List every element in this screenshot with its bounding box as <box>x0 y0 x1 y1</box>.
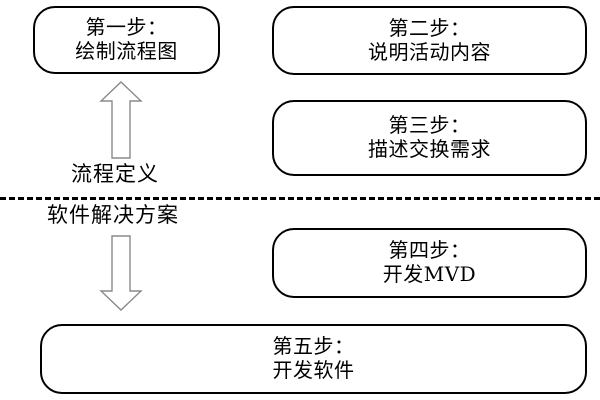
step-box-4-title: 第四步： <box>388 238 471 263</box>
label-software-solution: 软件解决方案 <box>47 203 179 227</box>
step-box-3-body: 描述交换需求 <box>368 137 491 161</box>
step-box-5-title: 第五步： <box>272 334 355 359</box>
step-box-4-body: 开发MVD <box>382 262 477 286</box>
label-process-definition: 流程定义 <box>71 162 159 186</box>
step-box-5-body: 开发软件 <box>272 358 355 382</box>
step-box-3[interactable]: 第三步： 描述交换需求 <box>272 100 587 176</box>
section-divider <box>0 197 600 200</box>
step-box-1[interactable]: 第一步： 绘制流程图 <box>33 6 220 74</box>
step-box-1-title: 第一步： <box>85 15 168 40</box>
arrow-down-icon <box>99 235 143 311</box>
step-box-1-body: 绘制流程图 <box>75 39 178 63</box>
step-box-2-title: 第二步： <box>388 15 471 40</box>
step-box-2-body: 说明活动内容 <box>368 39 491 64</box>
step-box-4[interactable]: 第四步： 开发MVD <box>272 228 587 298</box>
step-box-5[interactable]: 第五步： 开发软件 <box>40 324 587 394</box>
step-box-3-title: 第三步： <box>388 113 471 138</box>
arrow-up-icon <box>99 81 143 159</box>
step-box-2[interactable]: 第二步： 说明活动内容 <box>272 6 587 75</box>
